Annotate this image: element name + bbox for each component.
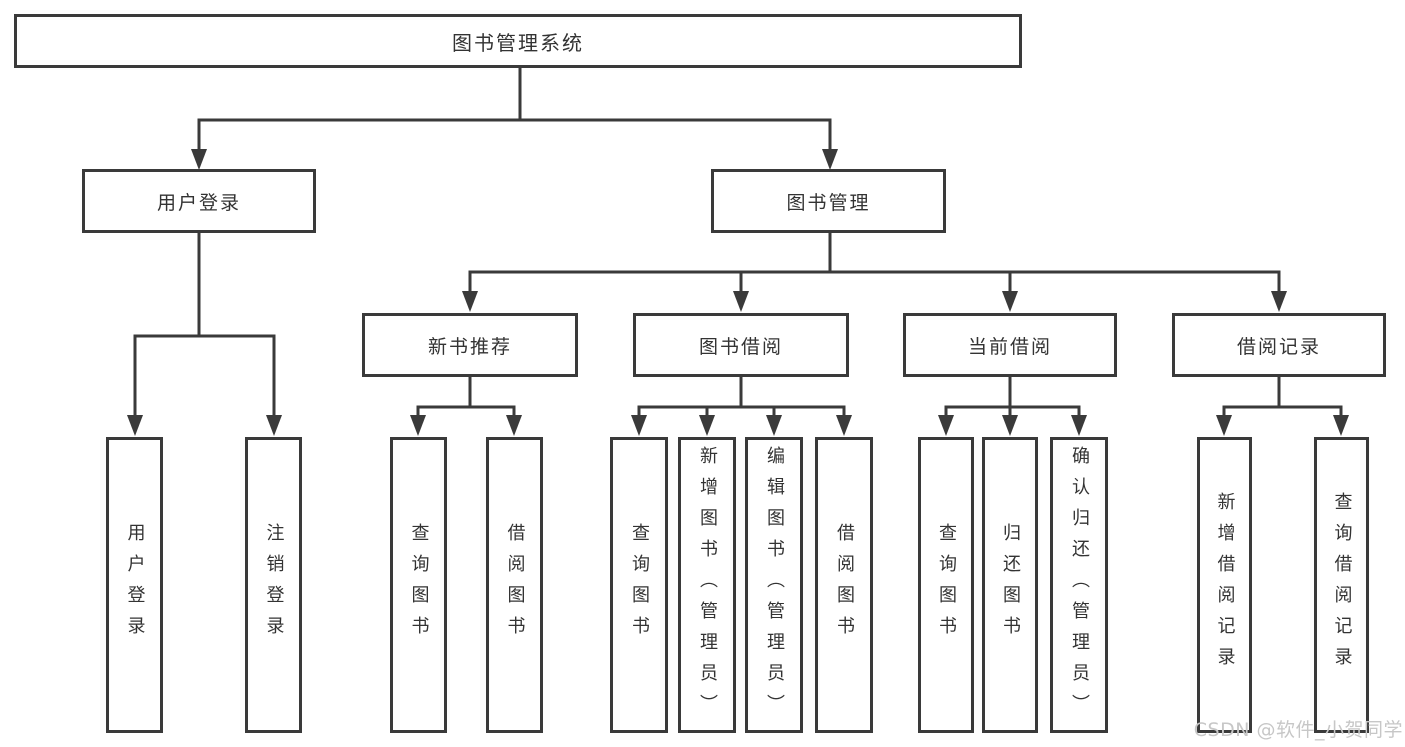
arrowhead-icon [506,415,522,436]
leaf-confirm-return-admin: 确认归还（管理员） [1050,437,1108,733]
node-new-book-recommend: 新书推荐 [362,313,578,377]
arrowhead-icon [766,415,782,436]
leaf-user-login: 用户登录 [106,437,163,733]
leaf-confirm-return-admin-label: 确认归还（管理员） [1069,445,1090,725]
node-root: 图书管理系统 [14,14,1022,68]
arrowhead-icon [822,149,838,170]
arrowhead-icon [938,415,954,436]
arrowhead-icon [191,149,207,170]
arrowhead-icon [1071,415,1087,436]
leaf-logout-label: 注销登录 [263,523,285,647]
node-book-borrow: 图书借阅 [633,313,849,377]
arrowhead-icon [410,415,426,436]
leaf-query-books-1: 查询图书 [390,437,447,733]
arrowhead-icon [1002,291,1018,312]
leaf-add-borrow-record-label: 新增借阅记录 [1214,492,1236,678]
arrowhead-icon [127,415,143,436]
node-current-borrow-label: 当前借阅 [967,335,1052,358]
node-book-management: 图书管理 [711,169,946,233]
leaf-edit-books-admin: 编辑图书（管理员） [745,437,803,733]
leaf-edit-books-admin-label: 编辑图书（管理员） [764,445,785,725]
leaf-logout: 注销登录 [245,437,302,733]
csdn-watermark: CSDN @软件_小贺同学 [1193,719,1403,741]
leaf-query-books-3: 查询图书 [918,437,974,733]
arrowhead-icon [1002,415,1018,436]
arrowhead-icon [462,291,478,312]
leaf-query-books-3-label: 查询图书 [936,523,957,647]
arrowhead-icon [836,415,852,436]
leaf-query-books-1-label: 查询图书 [408,523,430,647]
leaf-query-books-2-label: 查询图书 [629,523,650,647]
leaf-add-books-admin: 新增图书（管理员） [678,437,736,733]
node-borrow-records: 借阅记录 [1172,313,1386,377]
arrowhead-icon [1216,415,1232,436]
arrowhead-icon [733,291,749,312]
leaf-add-borrow-record: 新增借阅记录 [1197,437,1252,733]
leaf-borrow-books-1: 借阅图书 [486,437,543,733]
arrowhead-icon [699,415,715,436]
node-root-label: 图书管理系统 [452,30,584,55]
leaf-borrow-books-2: 借阅图书 [815,437,873,733]
leaf-borrow-books-1-label: 借阅图书 [504,523,526,647]
node-new-book-recommend-label: 新书推荐 [427,335,512,358]
node-current-borrow: 当前借阅 [903,313,1117,377]
arrowhead-icon [266,415,282,436]
node-borrow-records-label: 借阅记录 [1236,335,1321,358]
leaf-user-login-label: 用户登录 [124,523,146,647]
node-user-login-label: 用户登录 [156,191,241,214]
arrowhead-icon [1271,291,1287,312]
leaf-query-books-2: 查询图书 [610,437,668,733]
leaf-return-books: 归还图书 [982,437,1038,733]
node-book-management-label: 图书管理 [786,191,871,214]
arrowhead-icon [631,415,647,436]
leaf-add-books-admin-label: 新增图书（管理员） [697,445,718,725]
arrowhead-icon [1333,415,1349,436]
leaf-query-borrow-record-label: 查询借阅记录 [1331,492,1353,678]
leaf-return-books-label: 归还图书 [1000,523,1021,647]
node-user-login: 用户登录 [82,169,316,233]
node-book-borrow-label: 图书借阅 [698,335,783,358]
leaf-borrow-books-2-label: 借阅图书 [834,523,855,647]
leaf-query-borrow-record: 查询借阅记录 [1314,437,1369,733]
